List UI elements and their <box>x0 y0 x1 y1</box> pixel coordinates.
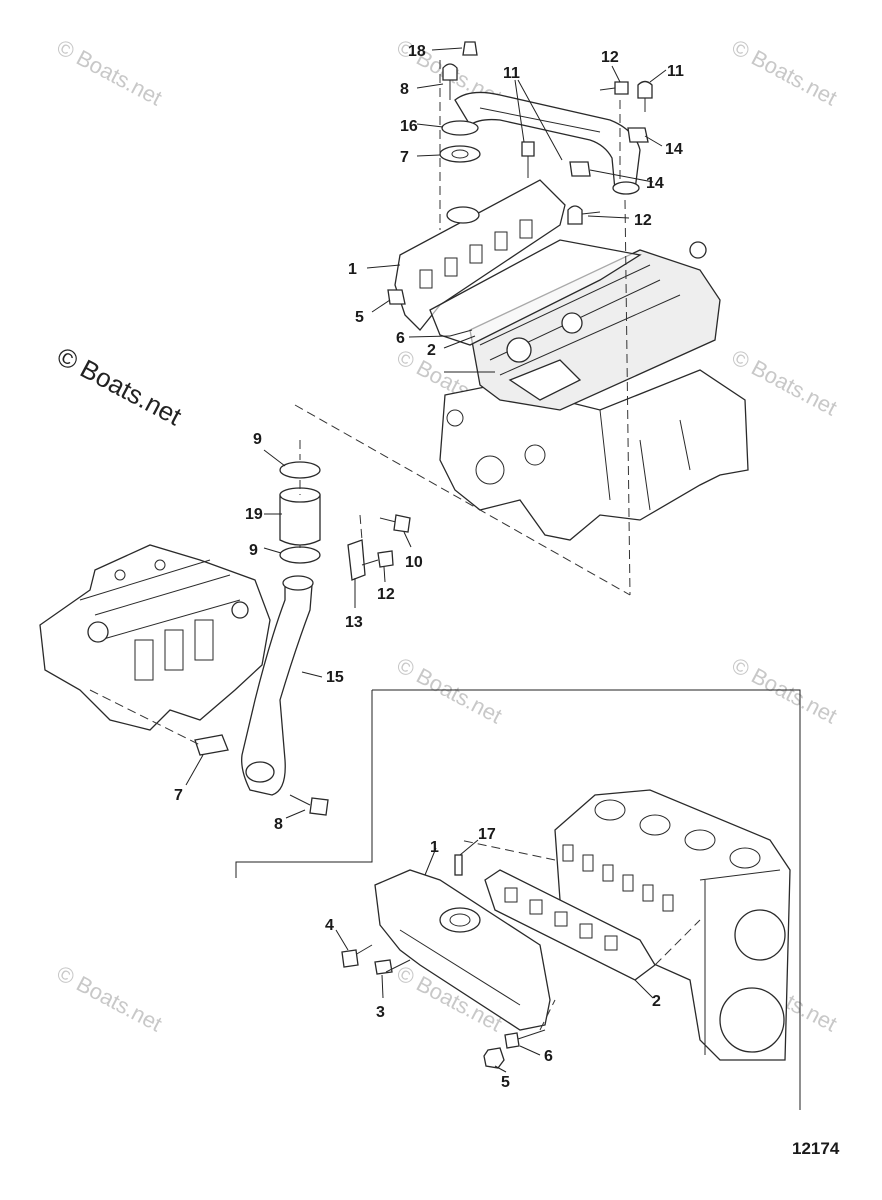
figure-number: 12174 <box>792 1139 840 1158</box>
callout-11: 11 <box>503 65 520 82</box>
callout-12: 12 <box>377 586 395 603</box>
callout-9: 9 <box>253 431 262 448</box>
callout-17: 17 <box>478 826 496 843</box>
callout-7: 7 <box>400 149 409 166</box>
callout-5: 5 <box>501 1074 510 1091</box>
callout-labels: 18 8 16 7 11 12 11 14 14 12 1 5 6 2 9 19… <box>174 43 684 1091</box>
callout-9: 9 <box>249 542 258 559</box>
watermark-tile: © Boats.net <box>53 960 167 1036</box>
engine-cylinder-head-drawing <box>294 41 749 596</box>
callout-8: 8 <box>274 816 283 833</box>
callout-14: 14 <box>646 175 664 192</box>
head-and-water-hose-drawing <box>39 440 411 816</box>
callout-7: 7 <box>174 787 183 804</box>
callout-18: 18 <box>408 43 426 60</box>
callout-2: 2 <box>652 993 661 1010</box>
callout-16: 16 <box>400 118 418 135</box>
callout-13: 13 <box>345 614 363 631</box>
callout-6: 6 <box>544 1048 553 1065</box>
callout-12: 12 <box>601 49 619 66</box>
callout-1: 1 <box>348 261 357 278</box>
callout-8: 8 <box>400 81 409 98</box>
callout-12: 12 <box>634 212 652 229</box>
watermark-tile: © Boats.net <box>53 34 167 110</box>
leader-lines <box>185 47 667 1073</box>
inset-detail-frame <box>235 689 801 1110</box>
callout-10: 10 <box>405 554 423 571</box>
callout-4: 4 <box>325 917 334 934</box>
callout-15: 15 <box>326 669 344 686</box>
callout-6: 6 <box>396 330 405 347</box>
callout-1: 1 <box>430 839 439 856</box>
callout-5: 5 <box>355 309 364 326</box>
callout-2: 2 <box>427 342 436 359</box>
callout-14: 14 <box>665 141 683 158</box>
callout-3: 3 <box>376 1004 385 1021</box>
engine-block-and-manifold-drawing <box>341 789 791 1069</box>
watermark-main: © Boats.net <box>52 341 187 432</box>
watermark-tile: © Boats.net <box>728 34 842 110</box>
callout-19: 19 <box>245 506 263 523</box>
callout-11: 11 <box>667 63 684 80</box>
